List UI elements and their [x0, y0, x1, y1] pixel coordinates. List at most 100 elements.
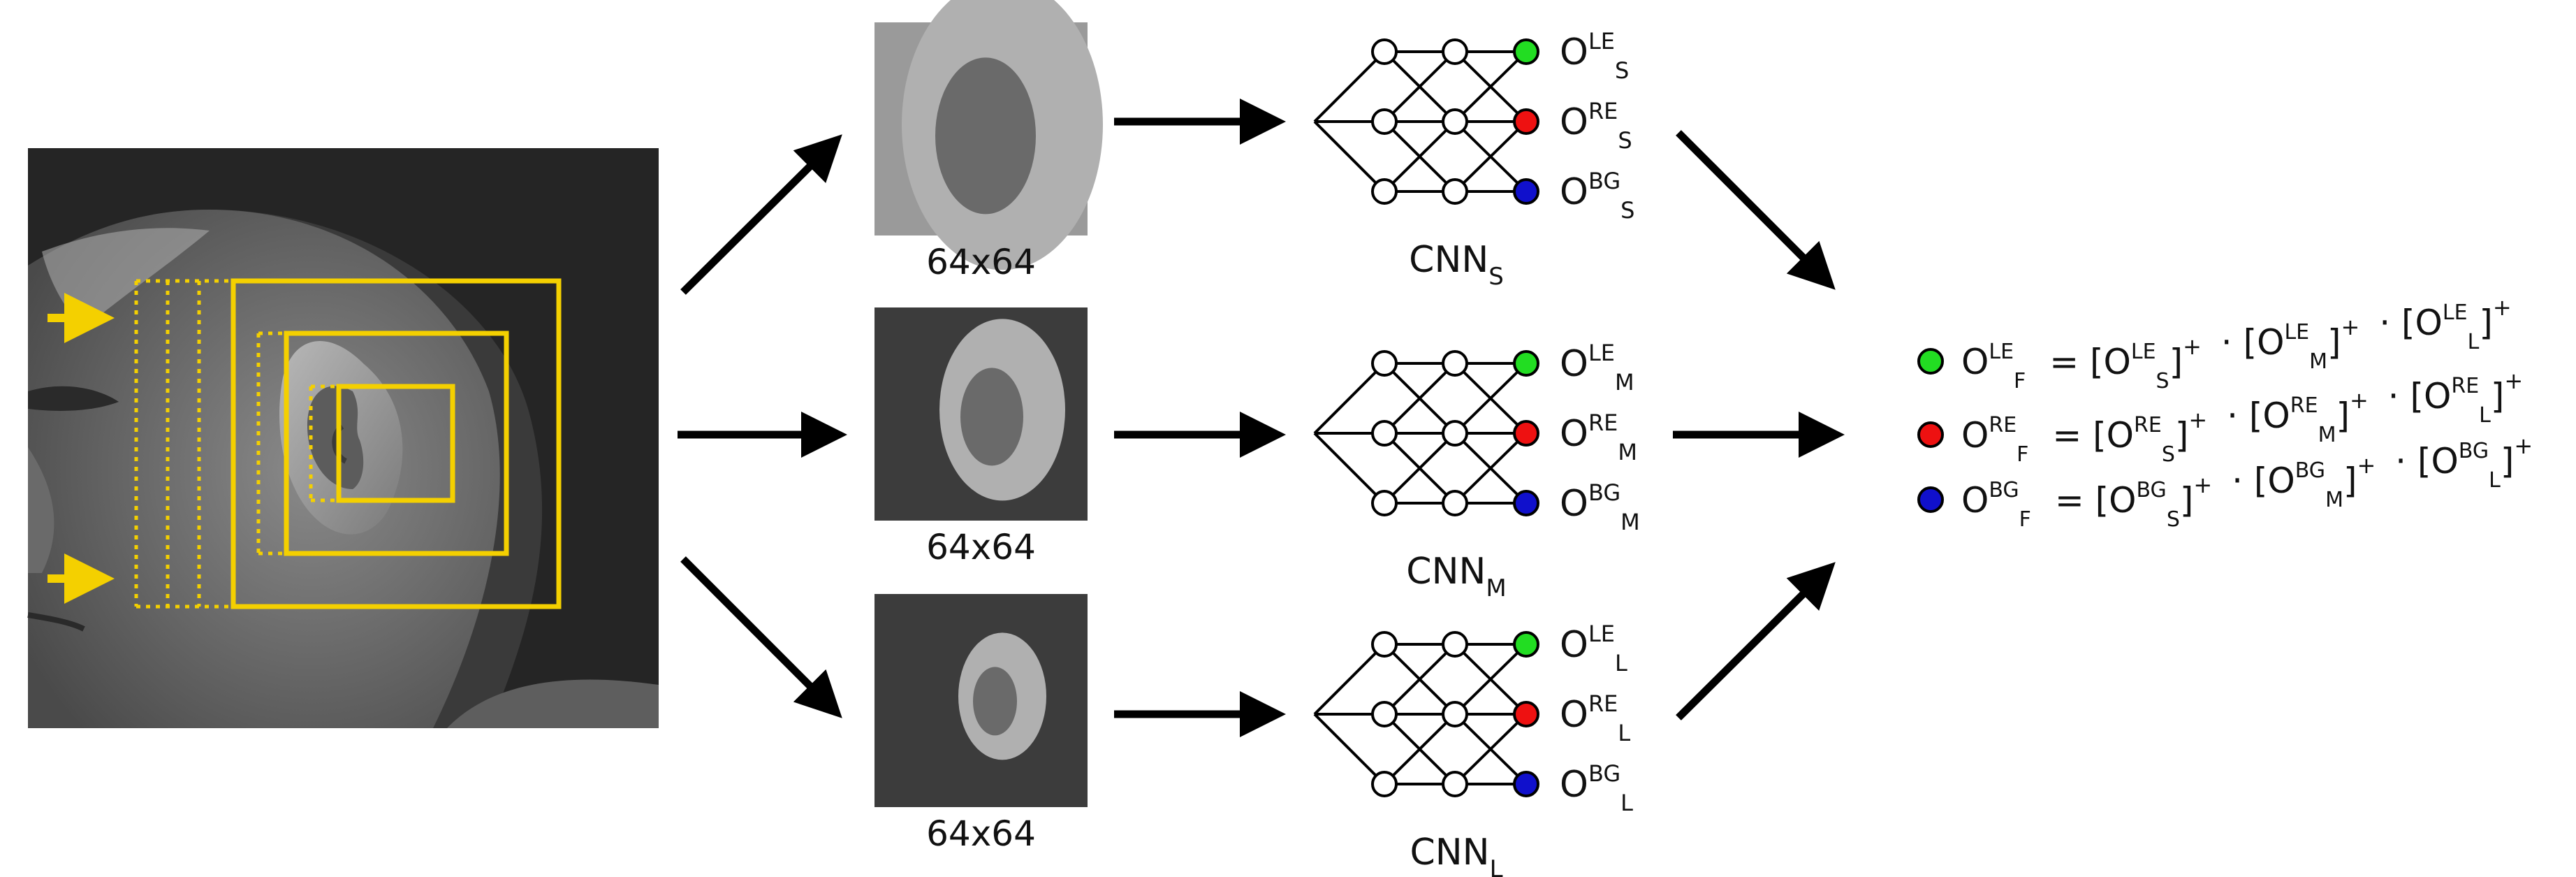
bracket-close: ] — [2169, 342, 2183, 382]
term-scale-sub: S — [2156, 369, 2169, 393]
bracket-open: [O — [2410, 376, 2451, 416]
network-label: CNNL — [1410, 832, 1502, 877]
arrows-to-networks — [1114, 99, 1286, 737]
arrow-from-cnn-l — [1676, 562, 1836, 720]
output-scale-sub: L — [1615, 650, 1627, 676]
network-label: CNNM — [1406, 551, 1506, 602]
ear-concha — [973, 667, 1017, 736]
term-class-sup: RE — [2290, 393, 2318, 418]
bracket-close: ] — [2327, 322, 2341, 363]
patch-size-label: 64x64 — [926, 242, 1036, 282]
hidden-node — [1371, 38, 1398, 65]
term-class-sup: RE — [2451, 374, 2479, 398]
fusion-equation: OBGF = [OBGS]+ · [OBGM]+ · [OBGL]+ — [1961, 433, 2533, 532]
fused-symbol: O — [1961, 415, 1989, 456]
equals-sign: = — [2041, 415, 2093, 456]
cnn-networks: OLESORESOBGSCNNSOLEMOREMOBGMCNNMOLELOREL… — [1313, 28, 1640, 877]
hidden-node — [1371, 178, 1398, 205]
hidden-node — [1442, 771, 1468, 797]
output-node-le — [1513, 350, 1539, 377]
fused-symbol: O — [1961, 342, 1989, 382]
output-symbol: O — [1560, 413, 1588, 455]
bracket-close: ] — [2501, 441, 2515, 481]
output-symbol: O — [1560, 764, 1588, 806]
bracket-open: [O — [2095, 480, 2137, 521]
ear-patch-0: 64x64 — [874, 0, 1103, 282]
term-scale-sub: M — [2318, 423, 2336, 447]
dot-operator: · — [2368, 303, 2401, 343]
positive-part-sup: + — [2188, 407, 2207, 433]
arrow-from-cnn-s — [1676, 130, 1836, 290]
term-scale-sub: L — [2479, 403, 2491, 428]
output-class-sup: RE — [1588, 409, 1618, 436]
output-node-re — [1513, 420, 1539, 447]
positive-part-sup: + — [2357, 452, 2376, 479]
hidden-node — [1442, 631, 1468, 658]
hidden-node — [1442, 490, 1468, 516]
network-edges — [1313, 50, 1528, 193]
face-profile-image — [27, 148, 659, 728]
ear-concha — [960, 368, 1023, 466]
bracket-close: ] — [2491, 376, 2505, 416]
fusion-row-re: OREF = [ORES]+ · [OREM]+ · [OREL]+ — [1917, 368, 2523, 467]
output-symbol: O — [1560, 31, 1588, 73]
term-class-sup: BG — [2137, 478, 2167, 502]
fused-class-sup: BG — [1989, 478, 2019, 502]
output-node-bg — [1513, 771, 1539, 797]
patch-size-label: 64x64 — [926, 813, 1036, 854]
bracket-open: [O — [2244, 322, 2285, 363]
network-name: CNN — [1406, 551, 1486, 593]
output-node-bg — [1513, 490, 1539, 516]
term-scale-sub: L — [2489, 468, 2501, 493]
fused-sub: F — [2017, 442, 2028, 467]
bracket-open: [O — [2401, 303, 2443, 343]
output-node-bg — [1513, 178, 1539, 205]
fused-sub: F — [2019, 507, 2031, 532]
network-scale: S — [1488, 263, 1504, 291]
output-class-sup: RE — [1588, 690, 1618, 717]
bracket-open: [O — [2090, 342, 2131, 382]
positive-part-sup: + — [2504, 368, 2523, 394]
dot-operator: · — [2216, 396, 2249, 436]
ear-concha — [935, 57, 1036, 215]
scale-boxes — [47, 278, 562, 609]
fused-sub: F — [2014, 369, 2026, 393]
hidden-node — [1442, 350, 1468, 377]
term-scale-sub: S — [2162, 442, 2175, 467]
output-class-sup: BG — [1588, 479, 1620, 506]
bracket-close: ] — [2180, 480, 2194, 521]
network-scale: M — [1486, 574, 1506, 602]
output-scale-sub: S — [1618, 127, 1632, 154]
output-label: OLES — [1560, 28, 1629, 84]
output-node-le — [1513, 631, 1539, 658]
output-node-le — [1513, 38, 1539, 65]
term-class-sup: BG — [2295, 458, 2325, 483]
term-class-sup: RE — [2134, 413, 2162, 437]
bracket-close: ] — [2175, 415, 2189, 456]
bracket-close: ] — [2479, 303, 2493, 343]
dot-operator: · — [2377, 376, 2410, 416]
scale-box-small — [336, 384, 455, 503]
equals-sign: = — [2038, 342, 2090, 382]
fusion-class-dot — [1917, 348, 1944, 375]
ear-patches: 64x64 64x64 64x64 — [874, 0, 1103, 854]
output-label: OREM — [1560, 409, 1637, 465]
fusion-row-le: OLEF = [OLES]+ · [OLEM]+ · [OLEL]+ — [1917, 294, 2512, 393]
network-name: CNN — [1409, 239, 1488, 281]
output-symbol: O — [1560, 171, 1588, 213]
patch-size-label: 64x64 — [926, 527, 1036, 567]
hidden-node — [1442, 178, 1468, 205]
term-scale-sub: M — [2325, 488, 2343, 512]
output-symbol: O — [1560, 694, 1588, 736]
output-class-sup: LE — [1588, 28, 1615, 55]
network-scale: L — [1490, 855, 1503, 877]
output-node-re — [1513, 701, 1539, 727]
positive-part-sup: + — [2350, 387, 2369, 414]
ear-patch-2: 64x64 — [874, 594, 1088, 854]
network-edges — [1313, 362, 1528, 505]
hidden-node — [1442, 701, 1468, 727]
arrow-to-large-patch — [680, 556, 842, 718]
arrow-to-small-patch — [680, 134, 842, 295]
output-node-re — [1513, 108, 1539, 135]
